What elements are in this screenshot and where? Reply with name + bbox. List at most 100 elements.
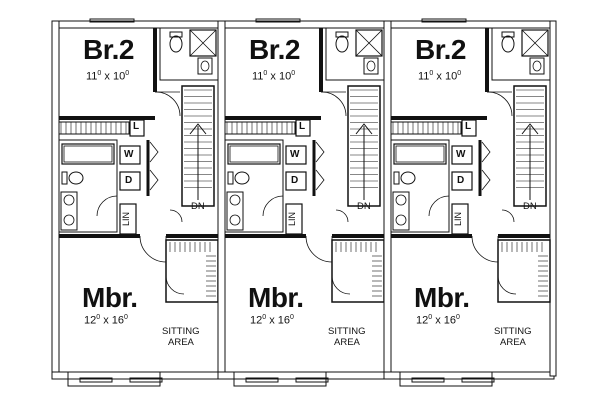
shower-x-b — [355, 29, 383, 57]
main-toilet-icon — [234, 171, 250, 185]
main-toilet-tank — [393, 171, 400, 185]
walk-in-closet — [497, 239, 551, 303]
vanity — [197, 57, 213, 75]
bedroom-dimensions: 110 x 100 — [418, 70, 461, 83]
upper-bath — [159, 27, 219, 81]
dim-h-sup: 0 — [124, 314, 128, 321]
bedroom-closet — [390, 121, 462, 135]
linen-label: LIN — [121, 211, 132, 227]
window-bottom-a — [79, 377, 113, 383]
stair-well — [513, 85, 547, 207]
sitting-area-line1: SITTING — [494, 326, 532, 337]
sitting-area-line1: SITTING — [162, 326, 200, 337]
bathtub — [227, 143, 281, 165]
upper-bath — [325, 27, 385, 81]
sink-b-icon — [63, 214, 75, 226]
dim-w: 11 — [86, 70, 98, 83]
dryer-box — [451, 171, 473, 191]
sitting-area-line1: SITTING — [328, 326, 366, 337]
dim-x: x — [435, 314, 441, 327]
dryer-label: D — [457, 175, 465, 186]
bath-door-swing — [96, 195, 118, 217]
bathtub-inner — [395, 145, 445, 163]
linen-label: LIN — [453, 211, 464, 227]
stair-arrow-head — [521, 123, 539, 135]
washer-box — [119, 145, 141, 165]
dryer-box — [285, 171, 307, 191]
bifold-door-b — [149, 169, 159, 191]
toilet-tank — [169, 31, 183, 38]
bedroom-closet — [58, 121, 130, 135]
stair-door-swing — [335, 209, 349, 223]
bifold-door-b — [481, 169, 491, 191]
bath-door-swing — [428, 195, 450, 217]
dim-w-sup: 0 — [97, 70, 102, 77]
main-bath — [58, 139, 118, 233]
linen-closet-box — [461, 119, 477, 137]
window-bottom-b — [295, 377, 329, 383]
stair-arrow-head — [355, 123, 373, 135]
upper-bath — [491, 27, 551, 81]
dim-w: 11 — [418, 70, 430, 83]
window-bottom-b — [129, 377, 163, 383]
main-toilet-icon — [68, 171, 84, 185]
dim-h-sup: 0 — [290, 314, 294, 321]
window-top — [421, 18, 467, 23]
linen-closet-box — [295, 119, 311, 137]
dim-x: x — [269, 314, 275, 327]
linen-closet-box — [129, 119, 145, 137]
sink-a-icon — [229, 194, 241, 206]
main-bath — [224, 139, 284, 233]
sitting-area-line2: AREA — [500, 337, 526, 348]
main-toilet-tank — [227, 171, 234, 185]
toilet-icon — [335, 35, 349, 53]
exterior-wall-top — [383, 20, 555, 29]
bath-door-swing — [262, 195, 284, 217]
stair-down-label: DN — [191, 201, 205, 212]
dim-h: 10 — [444, 70, 458, 83]
washer-label: W — [290, 149, 300, 160]
sitting-area-line2: AREA — [334, 337, 360, 348]
master-door-swing — [305, 235, 333, 263]
dim-h-sup: 0 — [456, 314, 460, 321]
sink-b-icon — [395, 214, 407, 226]
stair-well — [181, 85, 215, 207]
master-dimensions: 120 x 160 — [84, 314, 128, 327]
dim-h-sup: 0 — [457, 70, 462, 77]
sink-a-icon — [63, 194, 75, 206]
dim-h-sup: 0 — [125, 70, 130, 77]
dim-w-sup: 0 — [263, 70, 268, 77]
window-top — [89, 18, 135, 23]
dim-w-sup: 0 — [262, 314, 267, 321]
master-door-swing — [471, 235, 499, 263]
bifold-door-a — [149, 141, 159, 163]
bifold-door-a — [481, 141, 491, 163]
stair-down-label: DN — [357, 201, 371, 212]
dim-x: x — [436, 70, 442, 83]
stair-door-swing — [169, 209, 183, 223]
dim-x: x — [104, 70, 110, 83]
sitting-area-line2: AREA — [168, 337, 194, 348]
dim-h: 10 — [112, 70, 126, 83]
master-label: Mbr. — [82, 282, 138, 313]
shower-x-b — [521, 29, 549, 57]
main-bath — [390, 139, 450, 233]
linen-closet-label: L — [465, 121, 472, 132]
dim-w-sup: 0 — [428, 314, 433, 321]
dryer-label: D — [291, 175, 299, 186]
shower-stall — [189, 29, 217, 57]
dim-h: 16 — [111, 314, 125, 327]
dim-h: 16 — [443, 314, 457, 327]
exterior-wall-left — [383, 20, 392, 377]
bedroom-door-swing — [154, 91, 181, 117]
dim-x: x — [270, 70, 276, 83]
bathtub-inner — [229, 145, 279, 163]
exterior-wall-left — [51, 20, 60, 377]
bay-outline — [399, 372, 493, 387]
stair-well — [347, 85, 381, 207]
dim-w-sup: 0 — [96, 314, 101, 321]
exterior-wall-left — [217, 20, 226, 377]
shower-stall — [355, 29, 383, 57]
bathtub-inner — [63, 145, 113, 163]
